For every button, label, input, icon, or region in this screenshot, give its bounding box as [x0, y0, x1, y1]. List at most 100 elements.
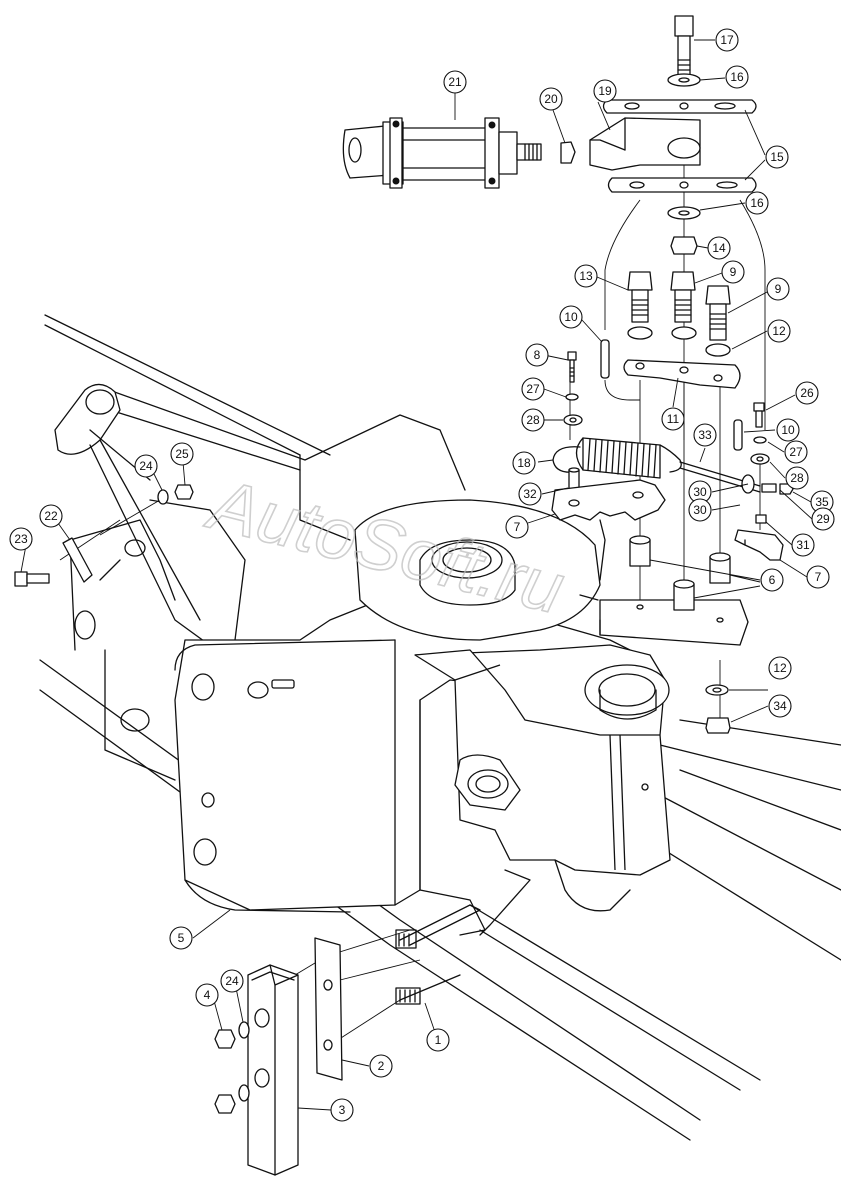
callout-circle: [195, 983, 219, 1007]
link-plates-15: [602, 99, 757, 193]
spacer-32: [568, 467, 580, 491]
callout-c27b: 27: [784, 440, 808, 464]
callout-number: 26: [800, 386, 814, 400]
callout-circle: [765, 145, 789, 169]
bolt-8: [567, 351, 577, 383]
callout-c28a: 28: [521, 408, 545, 432]
callout-circle: [768, 694, 792, 718]
callout-c23: 23: [9, 527, 33, 551]
washer-16-bottom: [667, 206, 701, 220]
callout-number: 4: [204, 988, 211, 1002]
hydraulic-cylinder-21: [342, 117, 542, 189]
nut-25: [174, 484, 194, 500]
callout-c25: 25: [170, 442, 194, 466]
callout-number: 24: [225, 974, 239, 988]
callout-c6: 6: [760, 568, 784, 592]
pin-29: [761, 483, 777, 493]
callout-circle: [715, 28, 739, 52]
channel-3: [247, 964, 299, 1176]
callout-number: 18: [517, 456, 531, 470]
callout-circle: [39, 504, 63, 528]
callout-c31: 31: [791, 533, 815, 557]
latch-plate-7-right: [734, 529, 784, 561]
spring-33: [575, 437, 682, 479]
callout-number: 20: [544, 92, 558, 106]
nuts-4: [214, 1029, 236, 1114]
callout-number: 30: [693, 503, 707, 517]
callout-number: 27: [526, 382, 540, 396]
callout-circle: [811, 507, 835, 531]
callout-c12a: 12: [767, 319, 791, 343]
hinge-disc: [354, 499, 606, 641]
callout-number: 17: [720, 33, 734, 47]
callout-c9a: 9: [721, 260, 745, 284]
callout-c24a: 24: [134, 454, 158, 478]
callout-c15: 15: [765, 145, 789, 169]
callout-circle: [725, 65, 749, 89]
callout-circle: [768, 656, 792, 680]
callout-number: 3: [339, 1103, 346, 1117]
washer-28-right: [750, 453, 770, 465]
callout-number: 5: [178, 931, 185, 945]
callout-number: 21: [448, 75, 462, 89]
bolt-26: [753, 402, 765, 428]
callout-number: 28: [790, 471, 804, 485]
bolt-31: [755, 514, 767, 524]
callout-circle: [784, 440, 808, 464]
bolt-9-center: [670, 271, 696, 323]
callout-number: 34: [773, 699, 787, 713]
callout-circle: [785, 466, 809, 490]
washer-28-left: [563, 414, 583, 426]
callout-circle: [518, 482, 542, 506]
clevis-19: [589, 117, 701, 171]
bushings-6: [629, 535, 731, 611]
callout-circle: [688, 498, 712, 522]
callout-number: 10: [564, 310, 578, 324]
callout-c26: 26: [795, 381, 819, 405]
callout-circle: [707, 236, 731, 260]
callout-number: 32: [523, 487, 537, 501]
callout-c9b: 9: [766, 277, 790, 301]
callout-c22: 22: [39, 504, 63, 528]
callout-number: 23: [14, 532, 28, 546]
pin-10-right: [733, 419, 743, 451]
callout-circle: [745, 191, 769, 215]
callout-c4: 4: [195, 983, 219, 1007]
lower-plate: [599, 599, 749, 646]
callout-number: 2: [378, 1059, 385, 1073]
callout-circle: [593, 79, 617, 103]
callout-number: 19: [598, 84, 612, 98]
callout-c8: 8: [525, 343, 549, 367]
callout-number: 8: [534, 348, 541, 362]
nut-14: [670, 236, 698, 255]
callout-circle: [661, 407, 685, 431]
callout-c14: 14: [707, 236, 731, 260]
bolt-13: [627, 271, 653, 323]
callout-c20: 20: [539, 87, 563, 111]
callout-c10b: 10: [776, 418, 800, 442]
callout-number: 9: [775, 282, 782, 296]
callout-number: 28: [526, 413, 540, 427]
callout-number: 30: [693, 485, 707, 499]
washer-24-upper: [157, 489, 169, 505]
callout-circle: [539, 87, 563, 111]
callout-c19: 19: [593, 79, 617, 103]
bolt-23: [14, 571, 50, 587]
washer-12-lower: [705, 684, 729, 696]
nut-34: [705, 717, 731, 734]
callout-circle: [721, 260, 745, 284]
callout-circle: [521, 408, 545, 432]
callout-number: 13: [579, 269, 593, 283]
callout-number: 27: [789, 445, 803, 459]
callout-c5: 5: [169, 926, 193, 950]
washers-24-lower: [238, 1021, 250, 1102]
bolt-9-right: [705, 285, 731, 341]
callout-number: 12: [772, 324, 786, 338]
callout-c27a: 27: [521, 377, 545, 401]
plate-11: [623, 359, 741, 389]
callout-number: 7: [815, 570, 822, 584]
callout-number: 33: [698, 428, 712, 442]
latch-plate-7-left: [551, 479, 666, 521]
